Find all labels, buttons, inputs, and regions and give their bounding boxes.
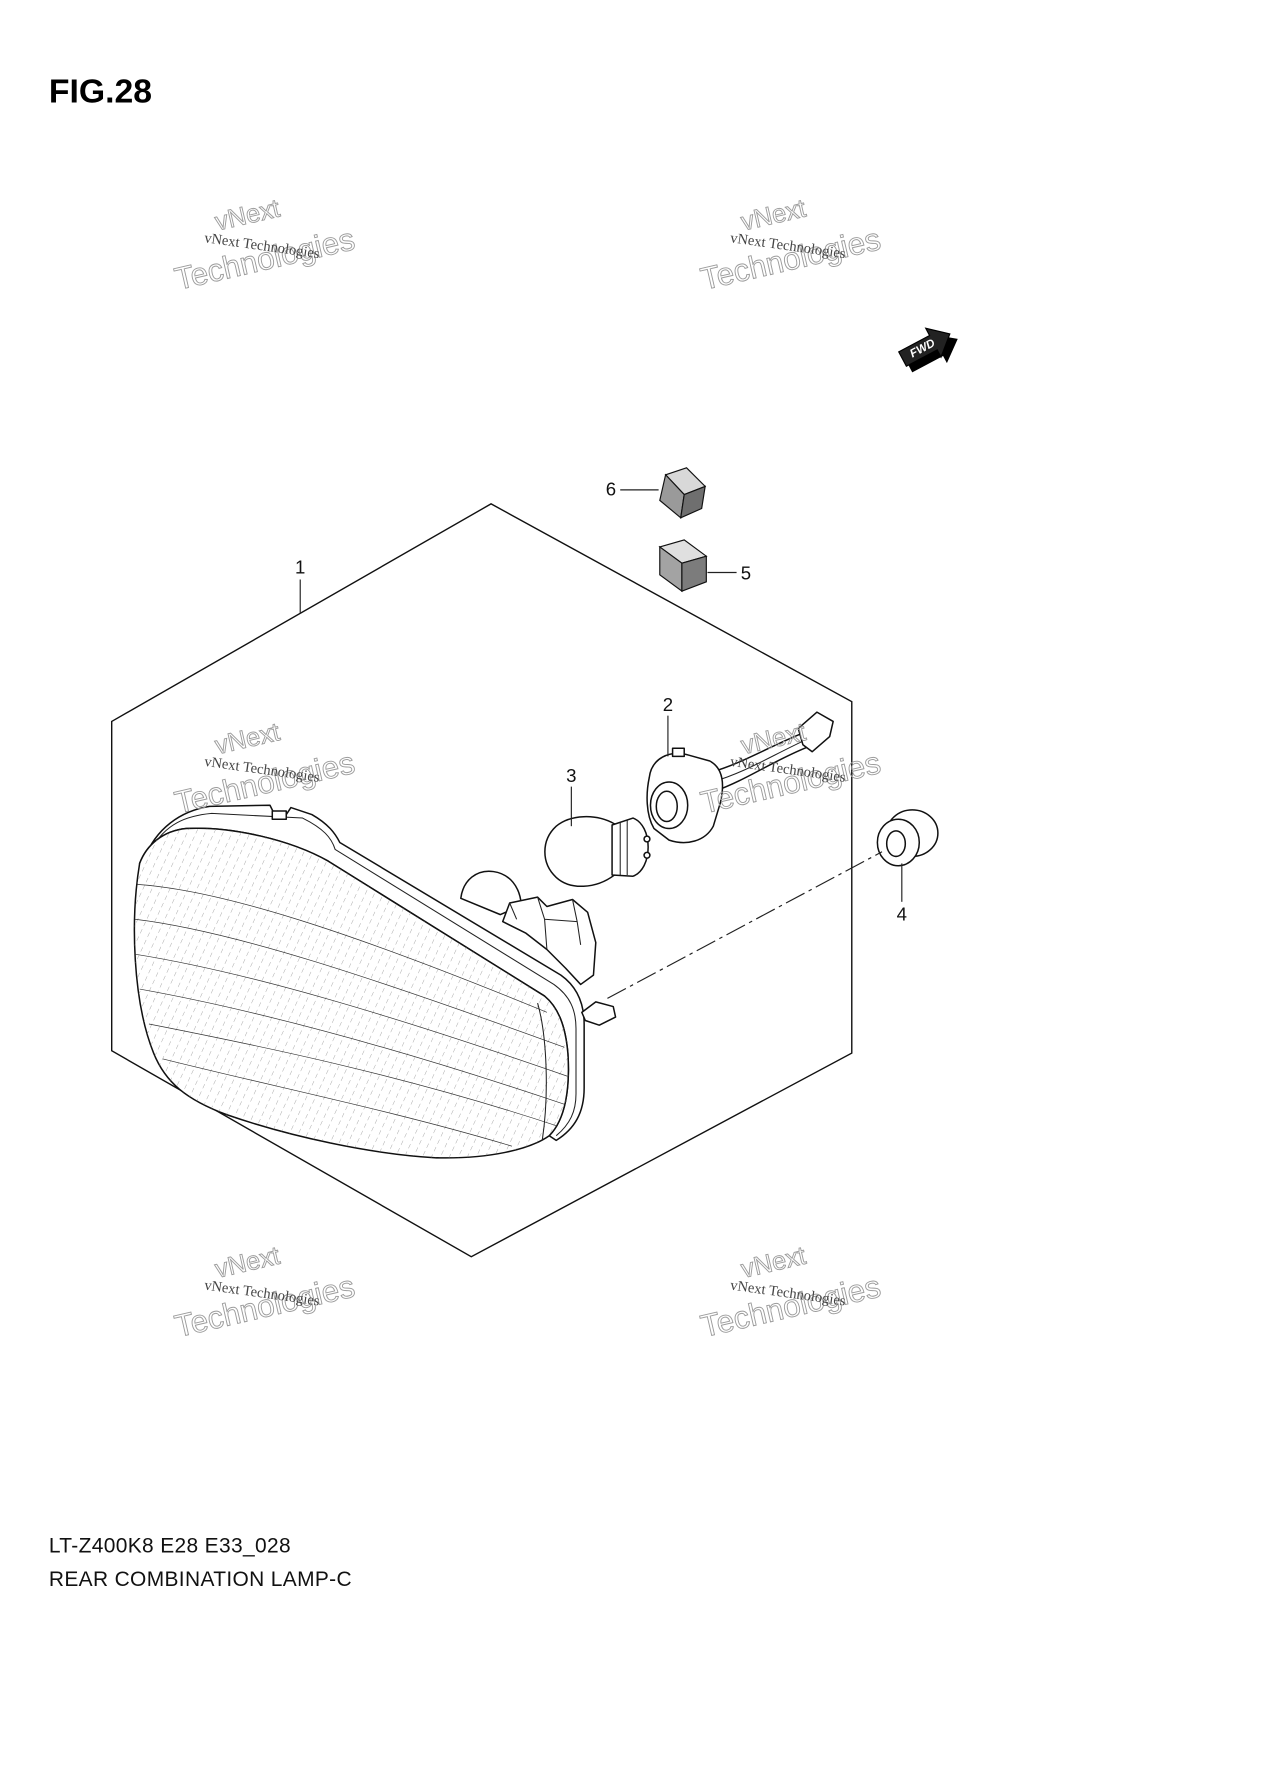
- callout-number: 1: [295, 557, 305, 578]
- socket-connector: [797, 711, 834, 753]
- callout-1: 1: [295, 557, 305, 614]
- callout-6: 6: [606, 479, 659, 500]
- cushion-side-face: [679, 485, 706, 519]
- lamp-rim-tab: [271, 810, 288, 820]
- callout-5: 5: [707, 562, 751, 583]
- diagram-caption: REAR COMBINATION LAMP-C: [49, 1568, 352, 1591]
- callout-3: 3: [566, 765, 577, 827]
- model-code: LT-Z400K8 E28 E33_028: [49, 1534, 291, 1557]
- lamp-socket-boss: [501, 896, 597, 986]
- cushion-side-face: [681, 555, 707, 592]
- assembly-centerline: [607, 851, 883, 999]
- part-5-cushion: [658, 539, 708, 593]
- part-4-grommet: [876, 809, 939, 867]
- socket-hole: [655, 790, 678, 823]
- part-2-socket: [646, 711, 834, 844]
- grommet-hole: [885, 830, 907, 858]
- bulb-glass: [544, 815, 616, 888]
- bulb-pin: [643, 835, 651, 843]
- lamp-connector-tab: [581, 1001, 617, 1026]
- callout-number: 3: [566, 765, 576, 786]
- part-6-cushion: [659, 467, 707, 519]
- bulb-pin: [643, 851, 651, 859]
- part-1-rear-combination-lamp: [133, 804, 617, 1159]
- callout-number: 6: [606, 479, 616, 500]
- callout-number: 2: [663, 694, 673, 715]
- socket-lug: [671, 747, 685, 758]
- assembly-boundary: [111, 503, 853, 1258]
- callout-number: 5: [741, 562, 751, 583]
- part-3-bulb: [544, 815, 651, 888]
- callout-2: 2: [663, 694, 673, 757]
- callout-number: 4: [897, 903, 907, 924]
- callout-4: 4: [897, 863, 907, 924]
- figure-title: FIG.28: [49, 72, 152, 110]
- bulb-base: [611, 817, 649, 877]
